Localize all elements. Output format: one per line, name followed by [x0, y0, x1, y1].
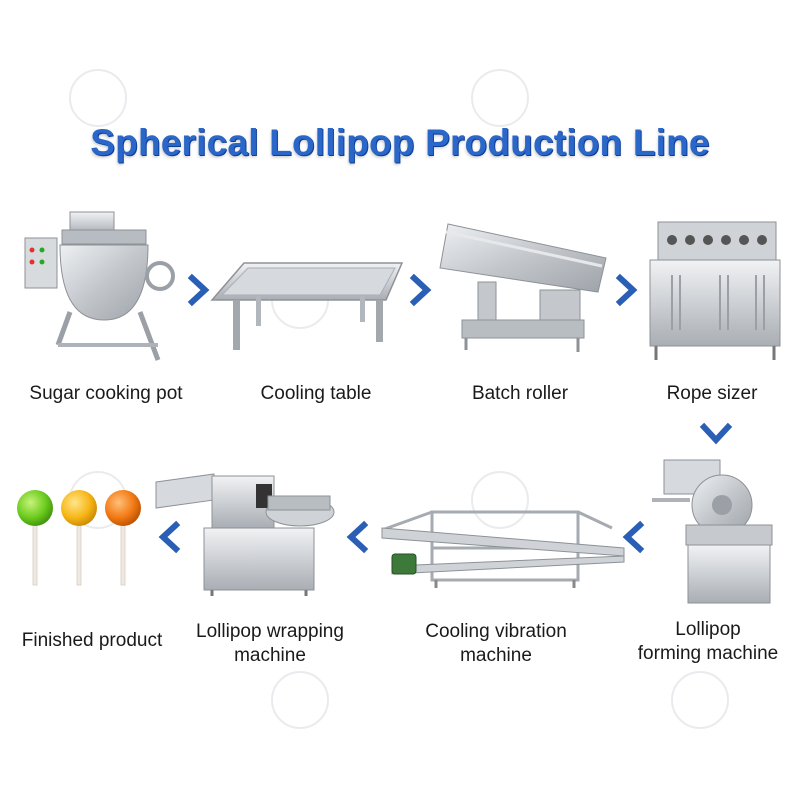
step-label-finished-product: Finished product: [21, 630, 163, 651]
diagram-title: Spherical Lollipop Production Line: [90, 122, 710, 163]
green-lollipop: [17, 490, 53, 526]
arrow-right-3-icon: [615, 273, 638, 307]
step-label-batch-roller: Batch roller: [471, 383, 569, 404]
yellow-lollipop: [61, 490, 97, 526]
sugar-cooking-pot-image: [24, 211, 175, 361]
rope-sizer-image: [649, 221, 781, 360]
step-label-cooling-vibration-machine: Cooling vibration machine: [425, 621, 567, 666]
arrow-right-2-icon: [409, 273, 432, 307]
lollipop-forming-machine-image: [652, 459, 773, 604]
lollipop-wrapping-machine-image: [155, 473, 335, 596]
orange-lollipop: [105, 490, 141, 526]
arrow-down-icon: [699, 422, 733, 445]
arrow-left-3-icon: [158, 520, 181, 554]
finished-product-image: [17, 490, 141, 586]
step-label-cooling-table: Cooling table: [260, 383, 372, 404]
step-label-lollipop-wrapping-machine: Lollipop wrapping machine: [196, 621, 344, 666]
arrow-right-1-icon: [187, 273, 210, 307]
cooling-vibration-machine-image: [381, 510, 625, 588]
arrow-left-2-icon: [346, 520, 369, 554]
step-label-sugar-cooking-pot: Sugar cooking pot: [29, 383, 183, 404]
batch-roller-image: [439, 223, 607, 352]
cooling-table-image: [210, 262, 404, 350]
step-label-lollipop-forming-machine: Lollipop forming machine: [637, 619, 779, 664]
step-label-rope-sizer: Rope sizer: [666, 383, 758, 404]
arrow-left-1-icon: [622, 520, 645, 554]
